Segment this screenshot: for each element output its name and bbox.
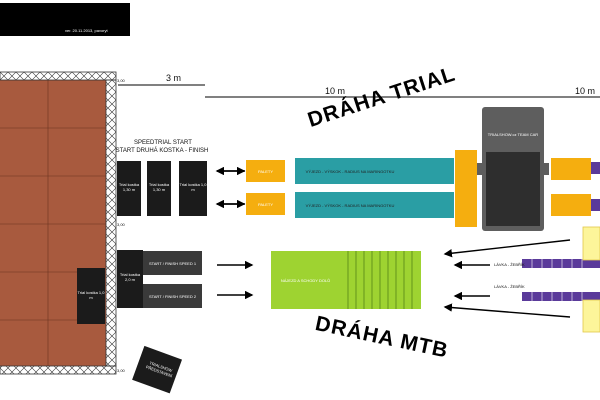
truss-label-bot: 3,00	[117, 368, 125, 373]
truss-label-top: 3,00	[117, 78, 125, 83]
yellow-block-1	[582, 226, 600, 261]
truss-bottom	[0, 365, 117, 375]
ramp-2	[295, 192, 454, 218]
dim-label-10m-b: 10 m	[575, 86, 596, 96]
lavka-2-label: LÁVKA - ŽEBŘÍK	[494, 284, 525, 289]
paleta-2-label: PALETY	[257, 201, 274, 207]
start-speed-2-label: START / FINISH SPEED 2	[148, 293, 197, 299]
start-box-1-label: Trial kostka 2,0 m	[119, 272, 141, 282]
trial-box-low-label: Trial kostka 1,0 m	[77, 290, 105, 300]
trial-box-low	[77, 268, 105, 324]
start-speed-1-label: START / FINISH SPEED 1	[148, 260, 197, 266]
orange-block	[455, 150, 477, 227]
trial-box-1-label: Trial kostka 1,30 m	[118, 182, 140, 192]
arrow-return-1	[443, 239, 571, 258]
trial-box-2	[147, 161, 171, 216]
start-speed-1	[143, 251, 202, 275]
ramp-2-label: VÝJEZD - VÝSKOK - RADIUS NA MARINGOTKU	[305, 202, 395, 208]
dim-label-10m-a: 10 m	[325, 86, 346, 96]
stairs-lines	[347, 251, 413, 309]
paleta-1	[246, 160, 285, 182]
start-box-1	[117, 250, 143, 308]
orange-right-1	[551, 158, 591, 180]
lavka-2	[522, 292, 600, 301]
stairs-steps	[340, 251, 421, 309]
arrow-return-4	[443, 303, 571, 318]
truck-cabin	[486, 152, 540, 226]
ramp-1-label: VÝJEZD - VÝSKOK - RADIUS NA MARINGOTKU	[305, 168, 395, 174]
truck-label: TRIALSHOW.cz TEAM CAR	[487, 131, 539, 137]
truss-top	[0, 71, 117, 81]
lavka-1-label: LÁVKA - ŽEBŘÍK	[494, 262, 525, 267]
yellow-block-2	[582, 299, 600, 333]
trial-box-3	[179, 161, 207, 216]
trial-box-3-label: Trial kostka 1,0 m	[179, 182, 207, 192]
orange-right-2	[551, 194, 591, 216]
speedtrial-title-2: START DRUHÁ KOSTKA - FINISH	[115, 148, 209, 154]
podium-box	[132, 345, 183, 394]
purple-right-1	[591, 162, 600, 174]
trial-box-2-label: Trial kostka 1,30 m	[148, 182, 170, 192]
version-text: ver. 20.11.2013, pavoryt	[65, 28, 108, 33]
trial-box-1	[117, 161, 141, 216]
header-banner	[0, 3, 130, 36]
lavka-ticks	[531, 259, 583, 301]
speedtrial-title-1: SPEEDTRIAL START	[134, 140, 192, 146]
paleta-1-label: PALETY	[257, 168, 274, 174]
truss-label-mid: 3,00	[117, 222, 125, 227]
start-speed-2	[143, 284, 202, 308]
paleta-2	[246, 193, 285, 215]
stairs-label: NÁJEZD A SCHODY DOLŮ	[280, 277, 331, 283]
truck-mirror-r	[544, 163, 549, 175]
truck-mirror-l	[477, 163, 482, 175]
lavka-1	[522, 259, 600, 268]
dim-label-3m: 3 m	[166, 73, 182, 83]
truss-right	[105, 79, 117, 367]
ramp-1	[295, 158, 454, 184]
purple-right-2	[591, 199, 600, 211]
stairs-flat	[271, 251, 340, 309]
